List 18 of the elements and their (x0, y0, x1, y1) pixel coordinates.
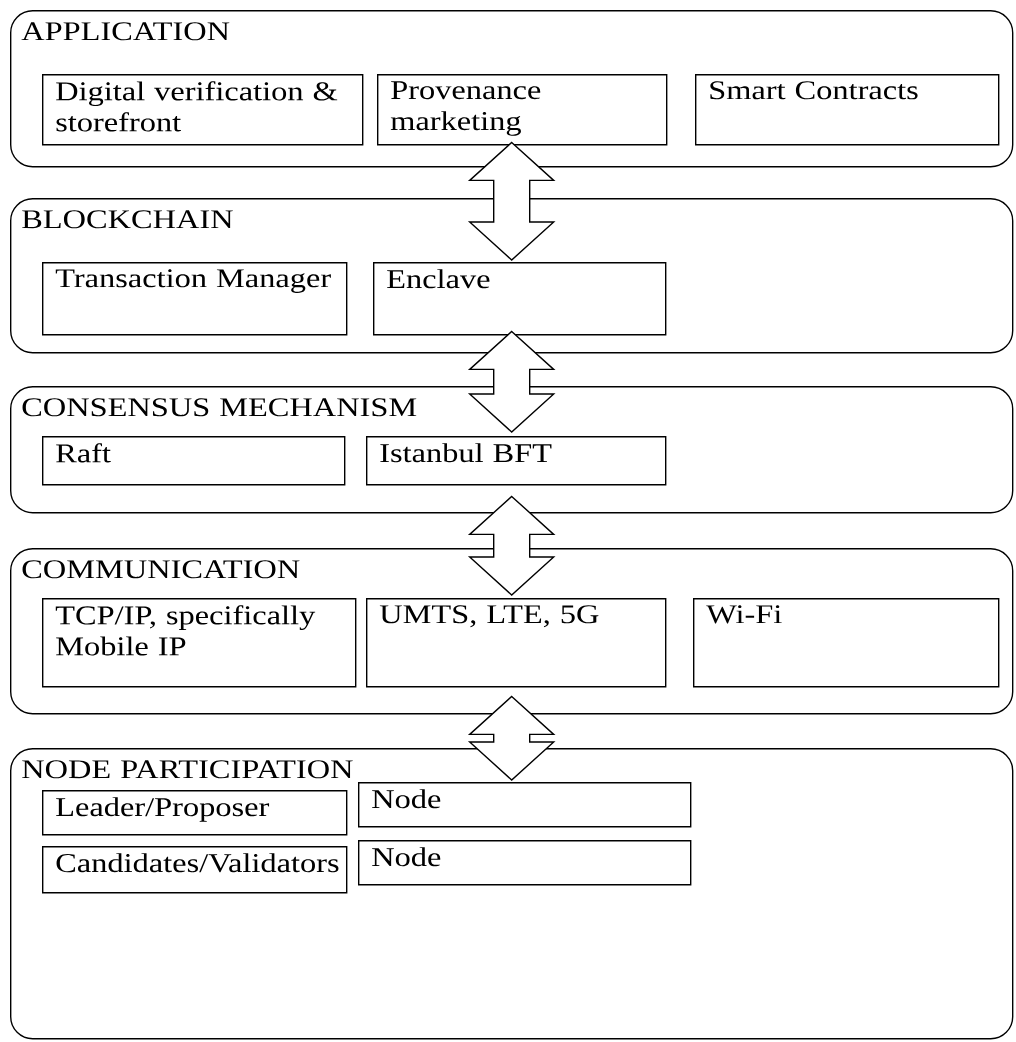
component-box: Enclave (373, 262, 667, 336)
component-box: Node (358, 782, 692, 828)
component-box: Node (358, 840, 692, 886)
component-box: Raft (42, 436, 346, 486)
component-box: Istanbul BFT (366, 436, 667, 486)
component-box: Transaction Manager (42, 262, 348, 336)
component-box: Wi-Fi (693, 598, 1000, 688)
double-arrow (467, 141, 556, 261)
double-arrow (467, 695, 556, 781)
component-box: Digital verification & storefront (42, 74, 364, 146)
component-box: Leader/Proposer (42, 790, 348, 836)
component-box: TCP/IP, specifically Mobile IP (42, 598, 357, 688)
double-arrow (467, 495, 556, 596)
component-box: Provenance marketing (377, 74, 668, 146)
component-box: Smart Contracts (695, 74, 1000, 146)
component-box: UMTS, LTE, 5G (366, 598, 667, 688)
double-arrow (467, 330, 556, 433)
component-box: Candidates/Validators (42, 846, 348, 894)
